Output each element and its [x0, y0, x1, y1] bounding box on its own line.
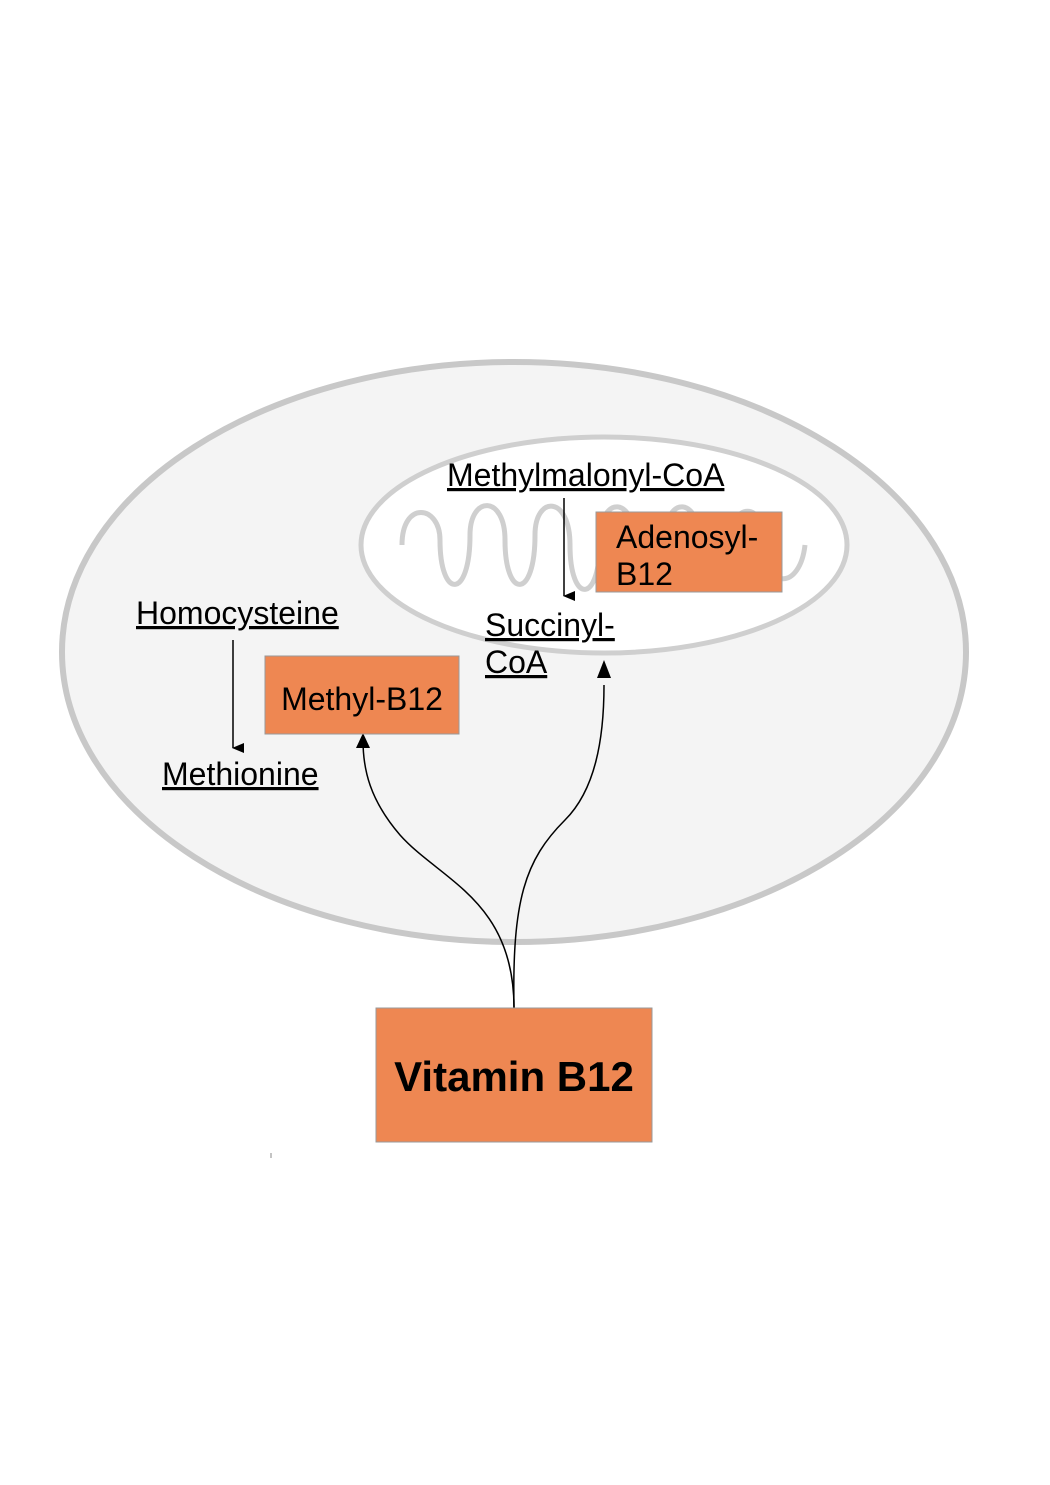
- adenosyl-b12-label-line1: Adenosyl-: [616, 519, 758, 555]
- label-methionine: Methionine: [162, 756, 319, 792]
- label-homocysteine: Homocysteine: [136, 595, 339, 631]
- label-methylmalonyl-coa: Methylmalonyl-CoA: [447, 457, 725, 493]
- label-succinyl-coa-line1: Succinyl-: [485, 607, 615, 643]
- adenosyl-b12-box: Adenosyl- B12: [595, 511, 783, 593]
- vitamin-b12-box: Vitamin B12: [375, 1007, 653, 1143]
- label-succinyl-coa-line2: CoA: [485, 644, 548, 680]
- adenosyl-b12-label-line2: B12: [616, 556, 673, 592]
- methyl-b12-label: Methyl-B12: [281, 681, 443, 717]
- arrow-vitaminb12-to-methylb12: [362, 739, 515, 1009]
- arrowhead-methylb12: [356, 733, 370, 748]
- arrow-vitaminb12-to-succinylcoa: [513, 684, 605, 1009]
- methyl-b12-box: Methyl-B12: [264, 655, 460, 735]
- arrowhead-succinylcoa: [597, 660, 611, 678]
- vitamin-b12-label: Vitamin B12: [394, 1053, 634, 1100]
